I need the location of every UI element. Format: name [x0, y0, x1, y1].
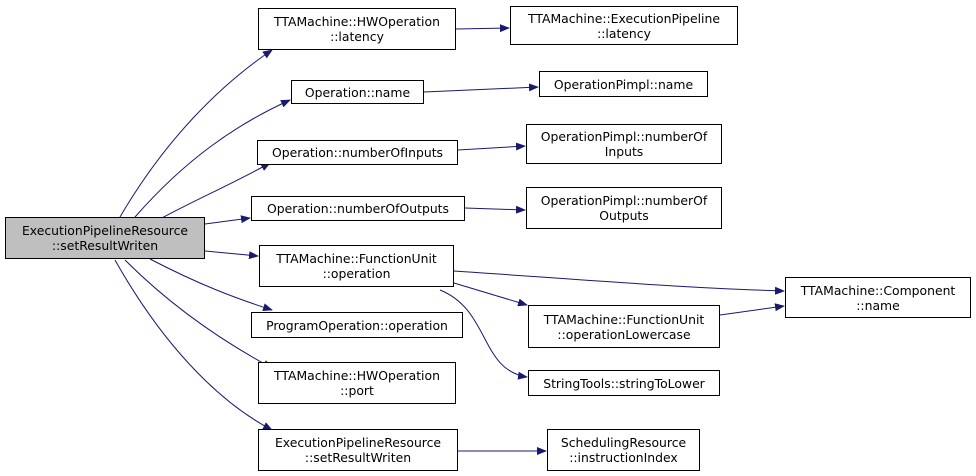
node-executionpipeline-latency[interactable]: TTAMachine::ExecutionPipeline ::latency — [510, 6, 738, 45]
node-functionunit-operationlowercase[interactable]: TTAMachine::FunctionUnit ::operationLowe… — [528, 305, 720, 348]
edge-root-op-inputs — [159, 162, 271, 220]
edge-opinputs-pimpl — [457, 142, 526, 151]
node-label-line2: ::setResultWriten — [51, 238, 159, 253]
edge-root-hwop-port — [124, 259, 273, 369]
edge-fuop-oplower — [453, 282, 528, 307]
edge-root-progop — [149, 258, 273, 312]
node-operationpimpl-name[interactable]: OperationPimpl::name — [539, 71, 708, 97]
node-label-line1: Operation::numberOfOutputs — [267, 201, 449, 216]
node-hwoperation-port[interactable]: TTAMachine::HWOperation ::port — [258, 362, 456, 404]
node-label-line1: StringTools::stringToLower — [543, 375, 705, 391]
node-programoperation-operation[interactable]: ProgramOperation::operation — [251, 312, 463, 338]
node-root-setresultwriten[interactable]: ExecutionPipelineResource ::setResultWri… — [5, 217, 205, 259]
node-operationpimpl-numberofoutputs[interactable]: OperationPimpl::numberOf Outputs — [526, 187, 722, 229]
node-label-line1: SchedulingResource — [560, 435, 687, 450]
node-label-line2: ::instructionIndex — [569, 450, 678, 465]
node-label-line1: Operation::name — [304, 84, 411, 100]
edge-opname-pimpl — [423, 83, 539, 93]
node-label-line1: TTAMachine::HWOperation — [274, 368, 440, 383]
node-label-line1: OperationPimpl::numberOf — [540, 193, 708, 208]
edge-root-op-name — [134, 99, 291, 218]
node-component-name[interactable]: TTAMachine::Component ::name — [785, 277, 971, 318]
node-label-line1: TTAMachine::FunctionUnit — [276, 251, 437, 266]
node-label-line1: ExecutionPipelineResource — [274, 435, 442, 450]
edge-oplower-component — [719, 303, 785, 316]
node-label-line1: ProgramOperation::operation — [266, 317, 448, 333]
node-label-line2: Outputs — [599, 208, 649, 223]
node-label-line1: TTAMachine::ExecutionPipeline — [528, 10, 720, 26]
node-label-line2: ::latency — [330, 29, 384, 44]
node-operation-numberofoutputs[interactable]: Operation::numberOfOutputs — [251, 196, 465, 221]
edge-root-epr-setresult — [114, 259, 273, 431]
edge-root-op-outputs — [204, 215, 251, 225]
node-label-line1: TTAMachine::FunctionUnit — [543, 311, 705, 327]
edge-fuop-tolower — [439, 289, 528, 380]
node-label-line1: TTAMachine::HWOperation — [274, 14, 440, 29]
node-executionpipelineresource-setresultwriten[interactable]: ExecutionPipelineResource ::setResultWri… — [258, 429, 458, 471]
edge-hwop-pipeline — [455, 24, 510, 33]
edge-root-fu-operation — [204, 250, 259, 260]
node-label-line2: ::name — [856, 297, 900, 313]
node-functionunit-operation[interactable]: TTAMachine::FunctionUnit ::operation — [259, 245, 454, 287]
node-label-line2: ::latency — [597, 25, 651, 41]
node-label-line1: OperationPimpl::numberOf — [540, 129, 708, 144]
node-operationpimpl-numberofinputs[interactable]: OperationPimpl::numberOf Inputs — [526, 124, 722, 164]
node-label-line1: TTAMachine::Component — [800, 282, 956, 298]
node-hwoperation-latency[interactable]: TTAMachine::HWOperation ::latency — [258, 8, 456, 50]
node-label-line2: Inputs — [604, 144, 644, 159]
node-stringtools-stringtolower[interactable]: StringTools::stringToLower — [528, 370, 720, 396]
node-label-line2: ::port — [340, 383, 374, 398]
node-label-line2: ::setResultWriten — [304, 450, 412, 465]
node-label-line1: OperationPimpl::name — [553, 76, 694, 92]
edge-fuop-component — [453, 270, 785, 295]
edge-root-hwop-latency — [119, 49, 273, 218]
node-label-line1: ExecutionPipelineResource — [21, 223, 189, 238]
node-label-line1: Operation::numberOfInputs — [271, 145, 444, 160]
node-schedulingresource-instructionindex[interactable]: SchedulingResource ::instructionIndex — [547, 429, 700, 471]
node-label-line2: ::operation — [322, 266, 391, 281]
node-label-line2: ::operationLowercase — [557, 326, 691, 342]
node-operation-name[interactable]: Operation::name — [291, 80, 424, 104]
node-operation-numberofinputs[interactable]: Operation::numberOfInputs — [257, 140, 458, 165]
edge-opoutputs-pimpl — [464, 205, 526, 214]
